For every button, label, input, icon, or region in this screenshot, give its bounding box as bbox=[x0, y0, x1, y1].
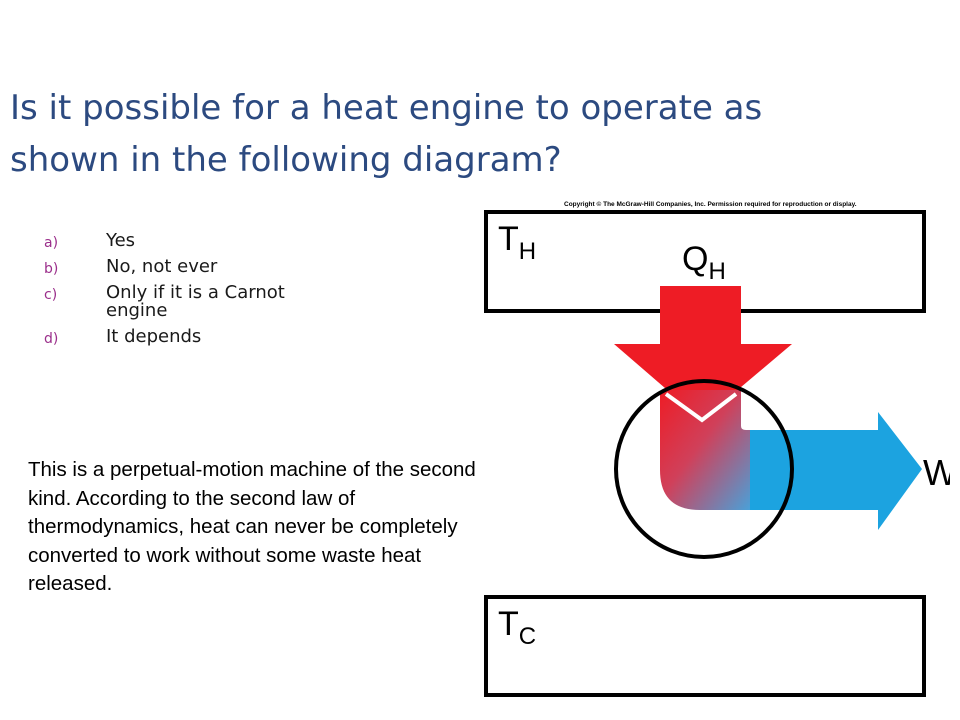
heat-in-arrow bbox=[614, 286, 792, 420]
heat-symbol: Q bbox=[682, 240, 708, 278]
answer-choices: a) Yes b) No, not ever c) Only if it is … bbox=[44, 232, 364, 354]
heat-arrow-chevron bbox=[664, 392, 738, 423]
choice-text: Only if it is a Carnot engine bbox=[106, 282, 285, 321]
question-title: Is it possible for a heat engine to oper… bbox=[10, 82, 940, 186]
temperature-symbol: T bbox=[498, 605, 519, 643]
heat-input-label: QH bbox=[682, 240, 726, 285]
choice-b[interactable]: b) No, not ever bbox=[44, 256, 364, 278]
work-label: W bbox=[923, 452, 950, 493]
temperature-subscript: C bbox=[519, 623, 536, 650]
temperature-subscript: H bbox=[519, 238, 536, 265]
work-arrow bbox=[718, 412, 922, 530]
explanation-text: This is a perpetual-motion machine of th… bbox=[28, 458, 476, 595]
heat-engine-diagram: Copyright © The McGraw-Hill Companies, I… bbox=[484, 200, 950, 697]
copyright-notice: Copyright © The McGraw-Hill Companies, I… bbox=[564, 200, 857, 208]
cold-reservoir-label: TC bbox=[498, 605, 536, 650]
choice-text: No, not ever bbox=[106, 256, 218, 277]
choice-a[interactable]: a) Yes bbox=[44, 230, 364, 252]
question-line-2: shown in the following diagram? bbox=[10, 140, 562, 180]
choice-d[interactable]: d) It depends bbox=[44, 326, 364, 348]
temperature-symbol: T bbox=[498, 220, 519, 258]
choice-letter: c) bbox=[44, 287, 58, 303]
choice-letter: d) bbox=[44, 331, 59, 347]
choice-letter: b) bbox=[44, 261, 59, 277]
engine-circle bbox=[614, 379, 794, 559]
choice-c[interactable]: c) Only if it is a Carnot engine bbox=[44, 284, 364, 320]
choice-text: Yes bbox=[106, 230, 136, 251]
heat-subscript: H bbox=[708, 258, 725, 285]
choice-text: It depends bbox=[106, 326, 202, 347]
heat-to-work-bend bbox=[660, 390, 750, 510]
cold-reservoir bbox=[484, 595, 926, 697]
choice-letter: a) bbox=[44, 235, 59, 251]
hot-reservoir-label: TH bbox=[498, 220, 536, 265]
question-line-1: Is it possible for a heat engine to oper… bbox=[10, 88, 763, 128]
